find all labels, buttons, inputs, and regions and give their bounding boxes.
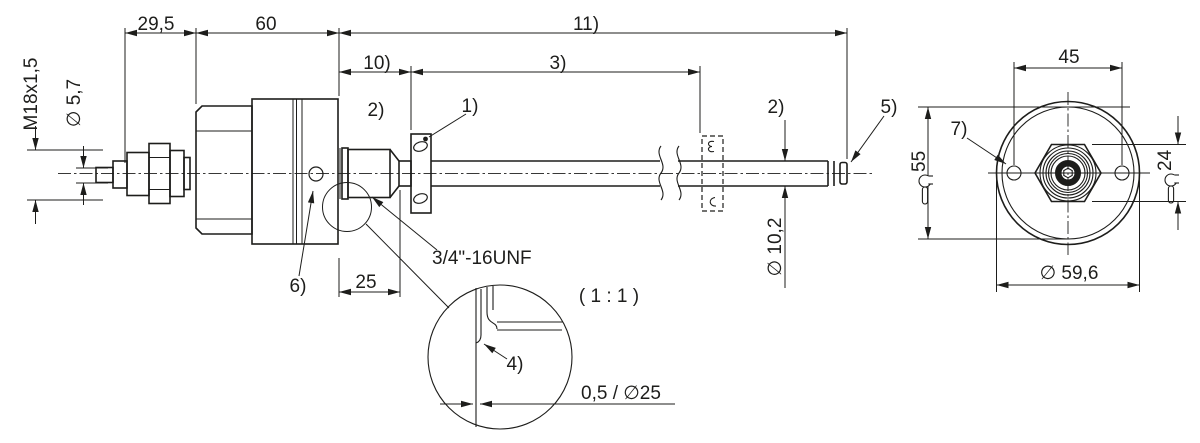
note-4: 4)	[507, 354, 524, 375]
dimension-sw24: 24	[1092, 116, 1186, 230]
m12-connector	[95, 142, 191, 205]
flange-hole-bottom	[413, 193, 428, 204]
dim-3: 3)	[550, 53, 567, 74]
magnet-mark-bottom	[709, 196, 717, 207]
connector-rings	[1039, 144, 1097, 202]
connector-socket-hex	[1063, 167, 1073, 179]
connector-bore	[1055, 160, 1081, 186]
dim-45: 45	[1058, 47, 1079, 68]
dimension-25: 25	[338, 190, 401, 297]
dim-11: 11)	[573, 14, 599, 35]
leader-4	[483, 343, 508, 360]
thread-label: 3/4"-16UNF	[432, 248, 532, 269]
note-2-right: 2)	[768, 97, 785, 118]
notes: 2) 1) 5) 6) 3/4"-16UNF	[290, 96, 898, 297]
dim-dia10-2: ∅ 10,2	[765, 218, 786, 277]
note-7: 7)	[951, 119, 968, 140]
detail-scale-label: ( 1 : 1 )	[579, 286, 639, 307]
housing-body	[195, 98, 339, 245]
detail-circle	[427, 284, 573, 430]
leader-1	[428, 113, 467, 138]
dimension-45: 45	[1013, 47, 1123, 165]
dim-sw24: 24	[1155, 149, 1176, 171]
sensor-rod	[431, 145, 848, 201]
wrench-icon	[1164, 173, 1180, 204]
leader-7	[966, 137, 1007, 165]
dimensions-top: 29,5 60 11) 10) 3)	[124, 14, 848, 163]
detail-view: 4) ( 1 : 1 ) 0,5 / ∅25	[322, 182, 675, 430]
dim-25: 25	[355, 272, 376, 293]
rod-tip	[839, 161, 848, 185]
mounting-flange	[410, 133, 432, 214]
mounting-hole-right	[1114, 165, 1130, 181]
break-line	[676, 145, 682, 201]
dimensions-left: M18x1,5 ∅ 5,7	[21, 58, 108, 224]
flange-hole-top	[413, 141, 428, 152]
wrench-icon	[918, 174, 934, 205]
magnet-mark-top	[707, 140, 715, 153]
position-magnet-phantom	[701, 135, 724, 212]
detail-leader	[365, 223, 450, 309]
dim-dia5-7: ∅ 5,7	[64, 79, 85, 127]
note-1: 1)	[462, 96, 479, 117]
dim-10: 10)	[363, 53, 390, 74]
note-5: 5)	[881, 97, 898, 118]
end-view: 45 55 24	[909, 47, 1186, 292]
leader-thread	[371, 196, 438, 251]
note-2-left: 2)	[368, 100, 385, 121]
dimension-dia59-6: ∅ 59,6	[996, 180, 1140, 292]
dim-sw55: 55	[909, 151, 930, 172]
dim-60: 60	[255, 14, 276, 35]
break-line	[658, 145, 664, 201]
detail-indicator-circle	[322, 182, 372, 232]
dim-29-5: 29,5	[138, 14, 175, 35]
detail-geometry	[475, 286, 563, 427]
note-7-group: 7)	[951, 119, 1007, 165]
connector-hex	[1034, 143, 1102, 203]
mounting-hole-left	[1006, 165, 1022, 181]
dim-m18: M18x1,5	[21, 58, 42, 131]
note-6: 6)	[290, 276, 307, 297]
dimension-sw55: 55	[909, 106, 1130, 240]
leader-6	[298, 190, 315, 277]
dim-dia59-6: ∅ 59,6	[1040, 263, 1099, 284]
chamfer-label: 0,5 / ∅25	[581, 383, 661, 404]
side-view: 29,5 60 11) 10) 3) M18x1,5 ∅ 5,7	[21, 14, 898, 430]
vent-hole	[308, 166, 324, 182]
leader-5	[850, 115, 885, 163]
reference-dot	[423, 136, 428, 142]
dimension-dia10-2: ∅ 10,2 2)	[765, 97, 789, 288]
